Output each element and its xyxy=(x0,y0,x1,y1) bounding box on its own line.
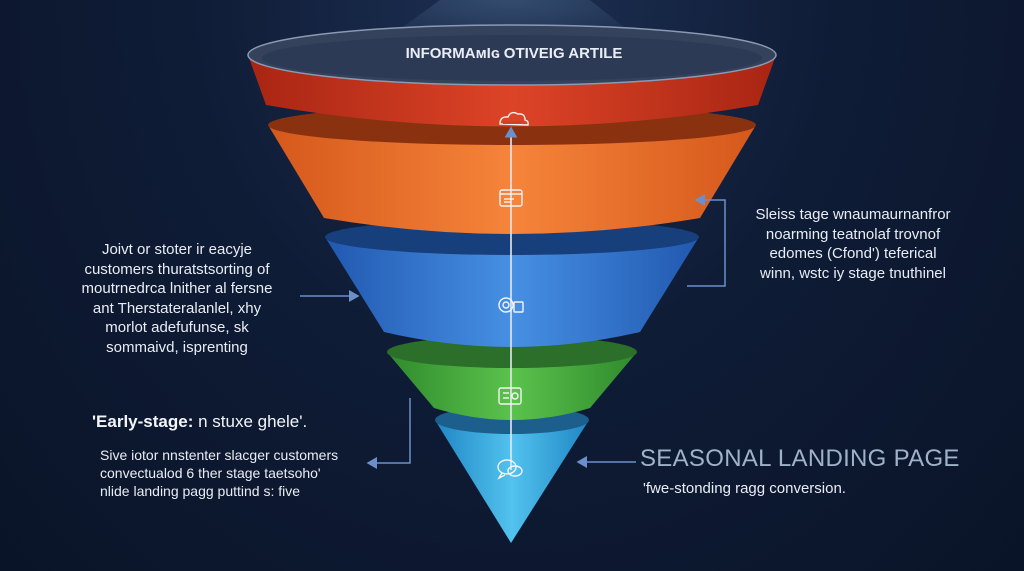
early-stage-description: Sive iotor nnstenter slacger customers c… xyxy=(100,446,338,500)
right-description-line: winn, wstc iy stage tnuthinel xyxy=(760,264,946,282)
left-description-line: moutrnedrca lnither al fersne xyxy=(81,280,273,297)
funnel-stage-top xyxy=(247,24,777,127)
right-description-block: Sleiss tage wnaumaurnanfror noarming tea… xyxy=(738,205,968,283)
right-description-line: Sleiss tage wnaumaurnanfror xyxy=(755,206,951,223)
seasonal-landing-page-subtext: 'fwe-stonding ragg conversion. xyxy=(643,480,846,497)
early-stage-connector-arrow xyxy=(366,398,411,469)
chat-bubbles-icon xyxy=(497,459,523,480)
gear-target-icon xyxy=(498,297,524,313)
early-stage-heading-bold: 'Early-stage: xyxy=(92,412,194,431)
funnel-stage-fourth xyxy=(387,336,637,420)
left-description-block: Joivt or stoter ir eacyje customers thur… xyxy=(62,240,292,357)
funnel-stage-bottom xyxy=(435,406,589,543)
left-description-line: morlot adefufunse, sk xyxy=(105,319,249,336)
cloud-icon xyxy=(499,111,529,126)
funnel-title: INFORMAᴍIɢ OTIVEIG ARTILE xyxy=(406,45,623,62)
early-stage-line: convectualod 6 ther stage taetsoho' xyxy=(100,465,321,481)
right-connector-arrow xyxy=(687,194,726,287)
early-stage-heading: 'Early-stage: n stuxe ghele'. xyxy=(92,412,307,432)
early-stage-heading-rest: n stuxe ghele'. xyxy=(193,412,308,431)
early-stage-line: nlide landing pagg puttind s: five xyxy=(100,483,301,499)
left-description-line: Joivt or stoter ir eacyje xyxy=(101,241,253,258)
right-description-line: edomes (Cfond') teferical xyxy=(769,245,937,262)
right-description-line: noarming teatnolaf trovnof xyxy=(765,225,941,243)
early-stage-line: Sive iotor nnstenter slacger customers xyxy=(100,447,339,463)
left-description-line: ant Therstateralanlel, xhy xyxy=(92,299,262,317)
seasonal-landing-page-heading: SEASONAL LANDING PAGE xyxy=(640,445,960,472)
checklist-card-icon xyxy=(498,387,522,405)
funnel-stage-middle xyxy=(325,219,699,347)
left-description-line: customers thuratstsorting of xyxy=(84,260,270,278)
left-description-line: sommaivd, isprenting xyxy=(106,338,248,356)
browser-window-icon xyxy=(499,189,523,207)
